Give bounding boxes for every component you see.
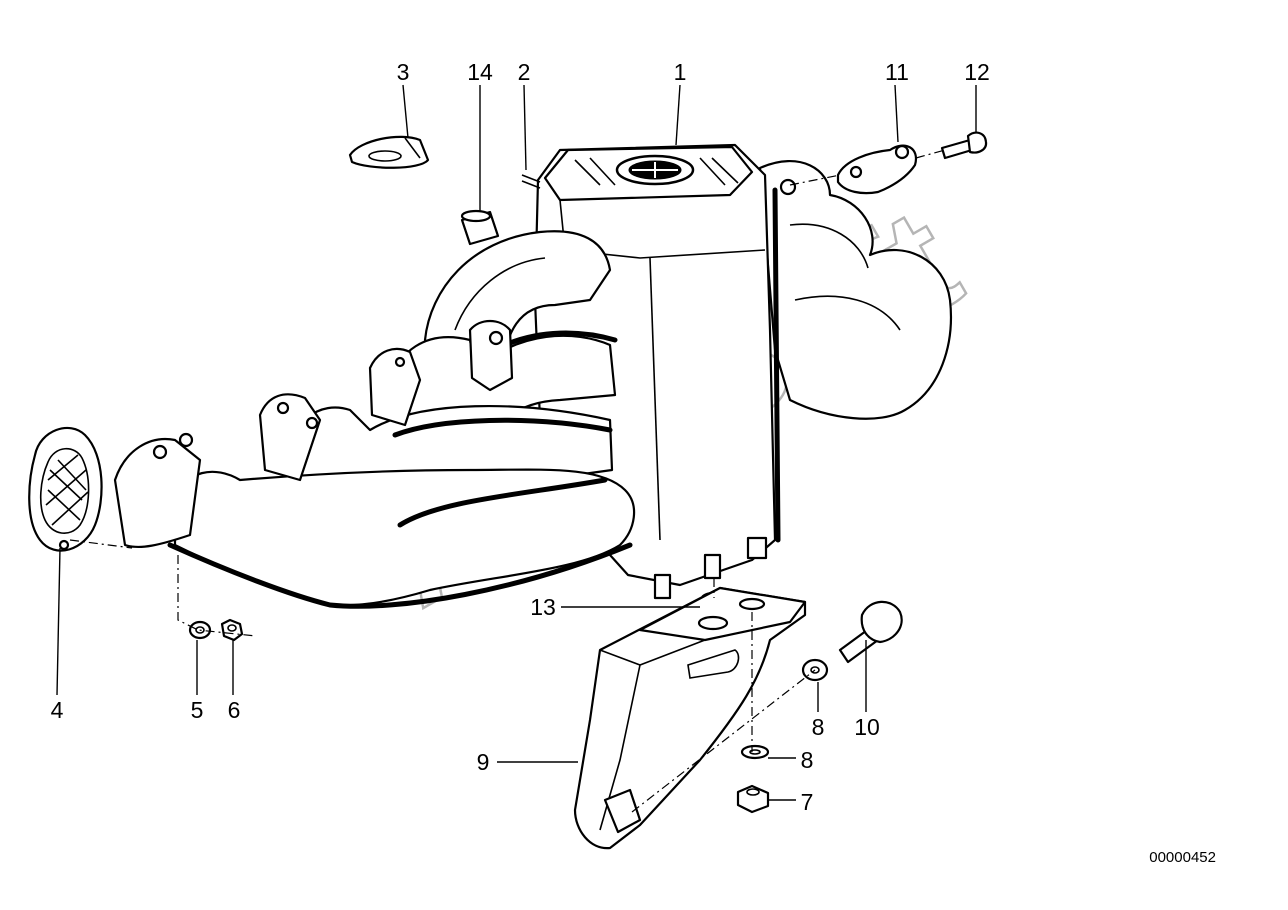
callout-2: 2 <box>518 59 531 85</box>
callout-10: 10 <box>854 714 880 740</box>
callout-9: 9 <box>477 749 490 775</box>
callout-7: 7 <box>801 789 814 815</box>
callout-12: 12 <box>964 59 990 85</box>
assembly-lines <box>69 149 946 813</box>
callout-labels: 1 2 3 4 5 6 7 8 8 9 10 11 12 13 14 <box>51 59 990 815</box>
bmw-emblem <box>615 154 695 186</box>
bolt-part-10 <box>838 600 903 664</box>
bracket-part-11 <box>836 144 918 195</box>
cap-part-3 <box>348 135 430 169</box>
callout-5: 5 <box>191 697 204 723</box>
callout-14: 14 <box>467 59 493 85</box>
sleeve-part-14 <box>460 209 500 246</box>
callout-6: 6 <box>228 697 241 723</box>
callout-8-lower: 8 <box>801 747 814 773</box>
nut-part-7 <box>736 784 770 814</box>
callout-8-upper: 8 <box>812 714 825 740</box>
nut-part-6 <box>220 618 244 642</box>
reference-number: 00000452 <box>1149 849 1216 866</box>
callout-11: 11 <box>885 59 909 85</box>
callout-4: 4 <box>51 697 64 723</box>
callout-1: 1 <box>674 59 687 85</box>
callout-3: 3 <box>397 59 410 85</box>
washer-part-8-lower <box>740 744 770 760</box>
leader-lines <box>56 84 977 801</box>
intake-manifold <box>113 143 952 609</box>
callout-13: 13 <box>530 594 556 620</box>
support-bracket-part-9 <box>573 586 807 850</box>
gasket-part-4 <box>28 426 103 552</box>
bolt-part-12 <box>940 131 988 160</box>
